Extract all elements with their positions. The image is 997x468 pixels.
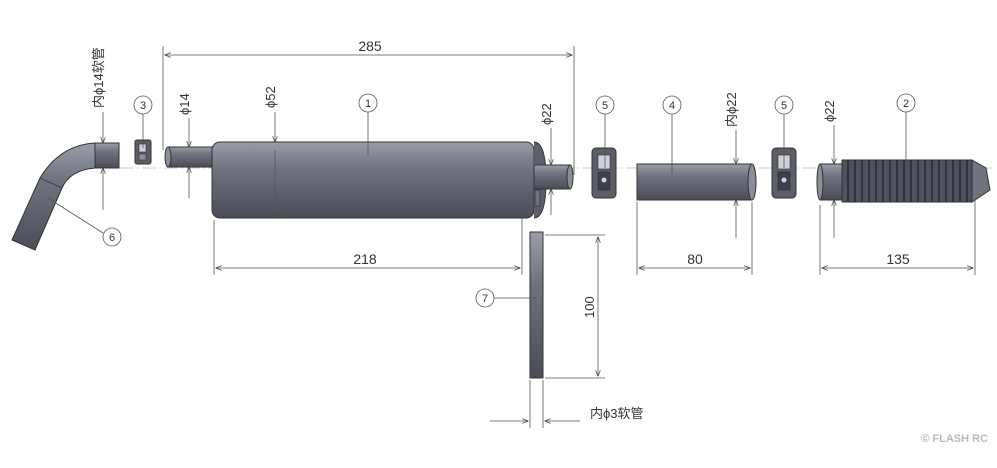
part-6-elbow-pipe xyxy=(11,142,120,251)
part-4-straight-tube xyxy=(636,163,757,201)
dim-corrugated-diameter: ϕ22 xyxy=(822,100,837,122)
dim-tube-length: 80 xyxy=(687,251,703,267)
dim-overall-length: 285 xyxy=(358,38,382,54)
part-5-clamp-left xyxy=(591,147,617,199)
watermark: © FLASH RC xyxy=(921,433,988,445)
dimension-lines xyxy=(103,46,976,428)
dim-drain-hose: 内ϕ3软管 xyxy=(590,406,644,421)
balloon-5-right: 5 xyxy=(781,100,787,112)
balloons xyxy=(47,93,916,308)
dim-inlet-diameter: ϕ14 xyxy=(177,93,192,115)
balloon-5-left: 5 xyxy=(602,100,608,112)
balloon-6: 6 xyxy=(109,232,115,244)
balloon-4: 4 xyxy=(669,100,675,112)
balloon-2: 2 xyxy=(903,98,909,110)
dim-drain-length: 100 xyxy=(582,296,597,318)
dim-muffler-diameter: ϕ52 xyxy=(263,86,278,108)
balloon-1: 1 xyxy=(365,98,371,110)
dim-corrugated-length: 135 xyxy=(886,251,910,267)
dim-muffler-body-length: 218 xyxy=(353,251,377,267)
dim-tube-inner-diameter: 内ϕ22 xyxy=(724,92,739,127)
part-1-muffler-body xyxy=(164,141,574,219)
dim-outlet-diameter: ϕ22 xyxy=(539,103,554,125)
balloon-3: 3 xyxy=(140,100,146,112)
part-3-coupler xyxy=(134,139,152,165)
part-2-corrugated-hose xyxy=(816,159,991,203)
balloon-7: 7 xyxy=(482,293,488,305)
part-7-drain-tube xyxy=(529,231,544,379)
dim-inlet-hose: 内ϕ14软管 xyxy=(91,47,106,108)
